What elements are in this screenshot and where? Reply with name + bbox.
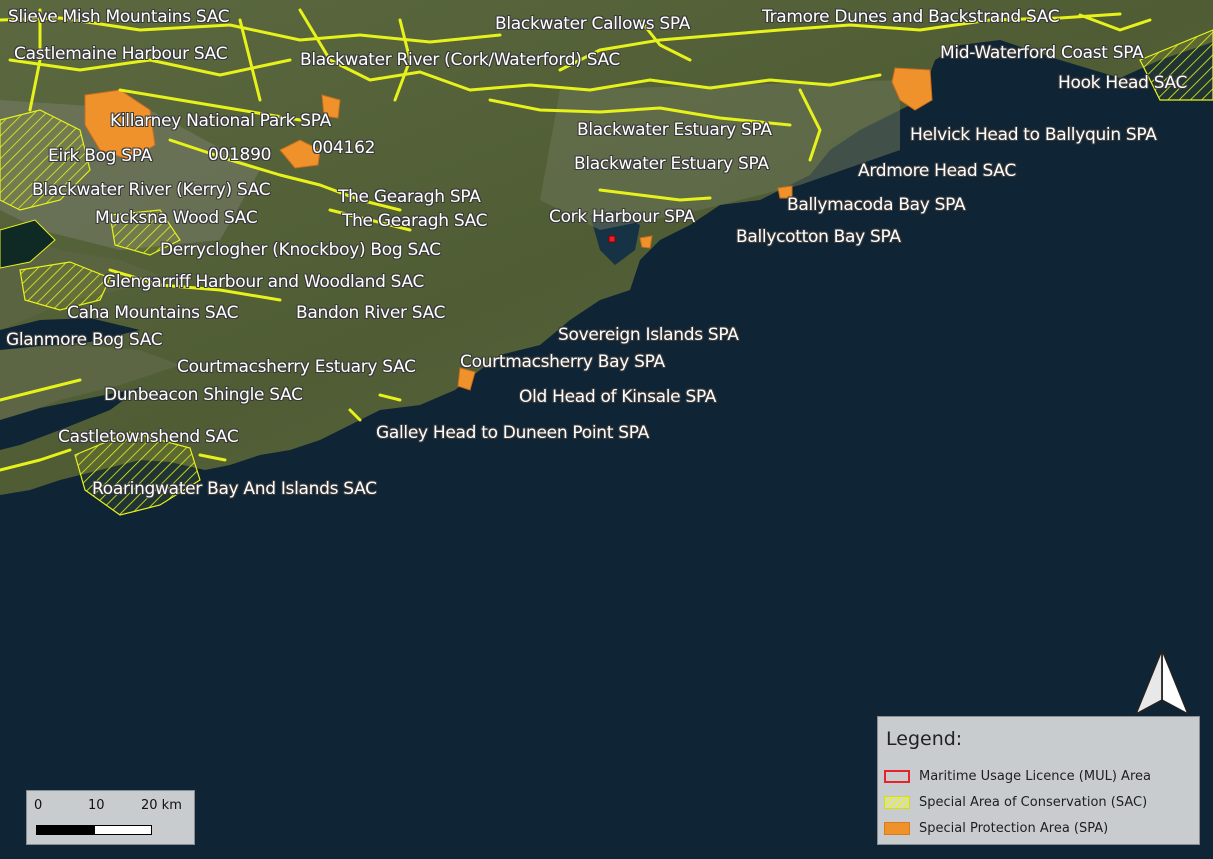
site-label: Ardmore Head SAC [858, 161, 1016, 181]
site-label: Roaringwater Bay And Islands SAC [92, 479, 377, 499]
mul-swatch-icon [884, 769, 910, 783]
site-label: Derryclogher (Knockboy) Bog SAC [160, 240, 441, 260]
legend-title: Legend: [886, 728, 963, 750]
scale-tick-label: 0 [34, 798, 43, 813]
site-label: Blackwater Callows SPA [495, 14, 691, 34]
site-label: Bandon River SAC [296, 303, 446, 323]
sac-dark-area [0, 219, 56, 269]
site-label: Castlemaine Harbour SAC [14, 44, 228, 64]
site-label: Dunbeacon Shingle SAC [104, 385, 303, 405]
spa-area [457, 367, 476, 391]
spa-area [777, 185, 793, 199]
sac-area [109, 209, 181, 256]
site-label: Blackwater Estuary SPA [574, 154, 769, 174]
site-label: Glanmore Bog SAC [6, 330, 163, 350]
sac-area [1139, 29, 1213, 101]
site-label: Slieve Mish Mountains SAC [8, 7, 230, 27]
site-label: Ballymacoda Bay SPA [787, 195, 966, 215]
spa-area [321, 94, 341, 119]
scale-bar: 0 10 20 km [26, 790, 195, 845]
site-label: 004162 [312, 138, 376, 158]
spa-area [84, 89, 156, 161]
scale-bar-graphic [36, 825, 152, 835]
sac-area [0, 109, 91, 211]
legend-item-spa: Special Protection Area (SPA) [884, 819, 1108, 837]
site-label: Cork Harbour SPA [549, 207, 695, 227]
site-label: The Gearagh SPA [338, 187, 481, 207]
site-label: Killarney National Park SPA [110, 111, 331, 131]
site-label: Courtmacsherry Estuary SAC [177, 357, 416, 377]
legend-panel: Legend: Maritime Usage Licence (MUL) Are… [877, 716, 1200, 845]
site-label: Mucksna Wood SAC [95, 208, 258, 228]
spa-swatch-icon [884, 821, 910, 835]
site-label: Tramore Dunes and Backstrand SAC [762, 7, 1060, 27]
site-label: Blackwater Estuary SPA [577, 120, 772, 140]
site-label: Helvick Head to Ballyquin SPA [910, 125, 1157, 145]
site-label: Blackwater River (Kerry) SAC [32, 180, 271, 200]
legend-item-sac: Special Area of Conservation (SAC) [884, 793, 1147, 811]
site-label: Ballycotton Bay SPA [736, 227, 901, 247]
legend-item-label: Special Protection Area (SPA) [919, 820, 1109, 836]
scale-bar-segment [37, 826, 95, 834]
site-label: Eirk Bog SPA [48, 146, 152, 166]
site-label: Blackwater River (Cork/Waterford) SAC [300, 50, 621, 70]
sac-area [74, 431, 201, 516]
site-label: Caha Mountains SAC [67, 303, 239, 323]
site-label: Glengarriff Harbour and Woodland SAC [103, 272, 425, 292]
sac-area [19, 261, 111, 311]
site-label: Castletownshend SAC [58, 427, 239, 447]
scale-tick-label: 10 [88, 798, 105, 813]
site-label: Galley Head to Duneen Point SPA [376, 423, 649, 443]
legend-item-mul: Maritime Usage Licence (MUL) Area [884, 767, 1151, 785]
site-label: Hook Head SAC [1058, 73, 1188, 93]
mul-area [608, 235, 616, 243]
spa-area [279, 139, 321, 169]
site-label: Courtmacsherry Bay SPA [460, 352, 665, 372]
site-label: The Gearagh SAC [342, 211, 488, 231]
spa-area [891, 67, 933, 111]
site-label: 001890 [208, 145, 272, 165]
sac-swatch-icon [884, 795, 910, 809]
sac-river-lines [0, 8, 1152, 472]
bay-inlet-2 [0, 388, 140, 450]
bay-inlet-1 [0, 318, 140, 350]
north-arrow-icon [1132, 648, 1192, 722]
site-label: Sovereign Islands SPA [558, 325, 739, 345]
site-label: Old Head of Kinsale SPA [519, 387, 717, 407]
site-label: Mid-Waterford Coast SPA [940, 43, 1144, 63]
legend-item-label: Maritime Usage Licence (MUL) Area [919, 768, 1151, 784]
peninsula-southwest [0, 345, 180, 420]
legend-item-label: Special Area of Conservation (SAC) [919, 794, 1148, 810]
scale-tick-label: 20 km [141, 798, 182, 813]
spa-area [639, 235, 653, 249]
